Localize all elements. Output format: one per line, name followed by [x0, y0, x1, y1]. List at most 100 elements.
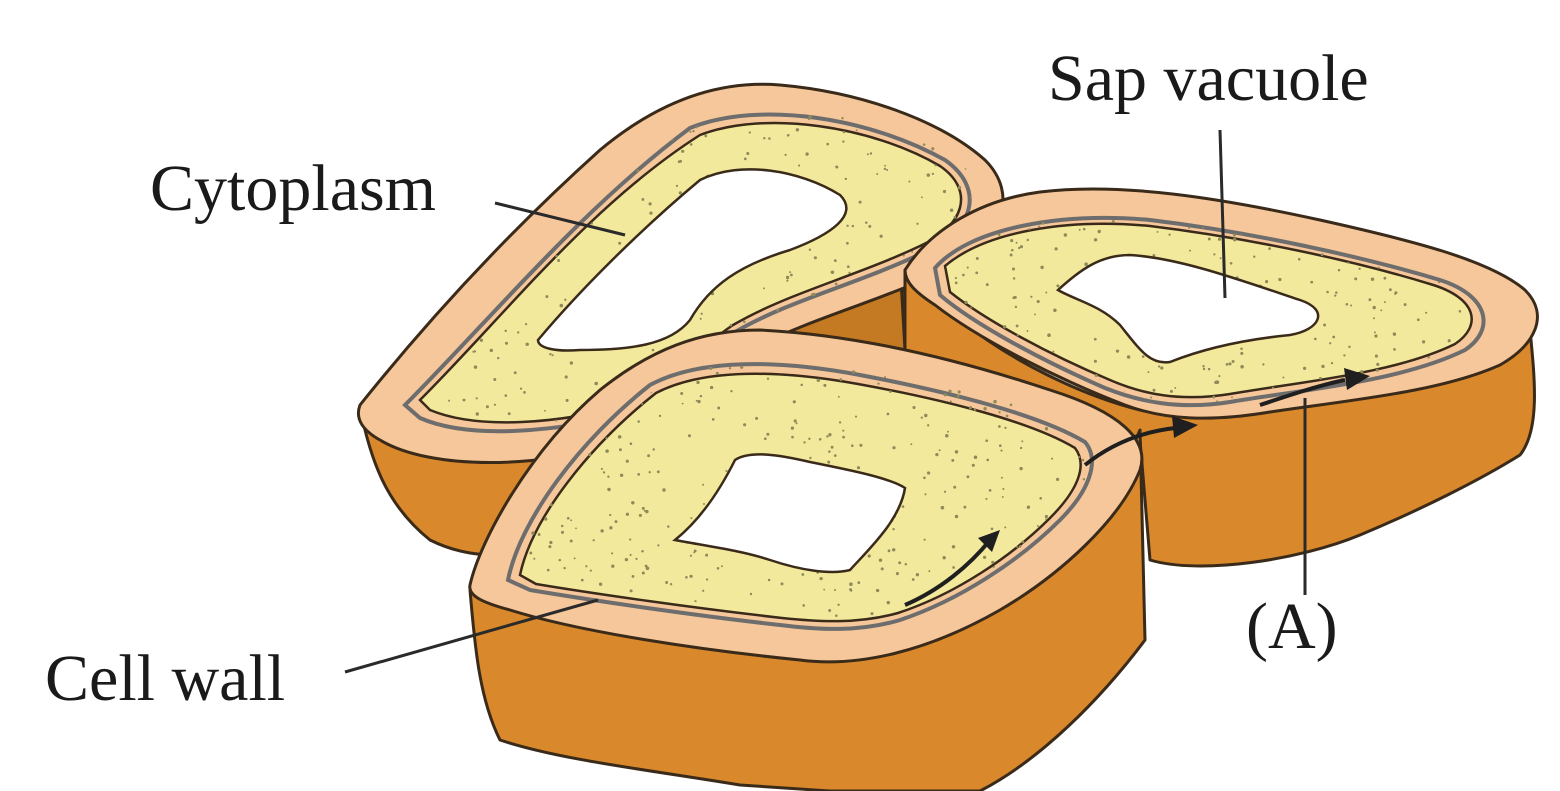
cytoplasm-speck: [763, 287, 765, 289]
cytoplasm-speck: [504, 330, 506, 332]
cytoplasm-speck: [1019, 545, 1022, 548]
cytoplasm-speck: [1485, 214, 1488, 217]
cytoplasm-speck: [585, 565, 587, 567]
cytoplasm-speck: [1321, 365, 1324, 368]
cytoplasm-speck: [1004, 427, 1006, 429]
cytoplasm-speck: [1231, 396, 1233, 398]
cytoplasm-speck: [607, 488, 610, 491]
cytoplasm-speck: [646, 567, 650, 571]
cytoplasm-speck: [555, 126, 557, 128]
cytoplasm-speck: [488, 237, 491, 240]
cytoplasm-speck: [876, 173, 878, 175]
cytoplasm-speck: [1084, 262, 1088, 266]
cytoplasm-speck: [910, 443, 912, 445]
cytoplasm-speck: [809, 248, 811, 250]
cytoplasm-speck: [1021, 440, 1023, 442]
cytoplasm-speck: [1150, 397, 1152, 399]
cytoplasm-speck: [448, 400, 450, 402]
cytoplasm-speck: [828, 609, 831, 612]
cytoplasm-speck: [944, 393, 947, 396]
cytoplasm-speck: [676, 185, 678, 187]
cytoplasm-speck: [1393, 348, 1396, 351]
cytoplasm-speck: [701, 313, 703, 315]
cytoplasm-speck: [523, 128, 525, 130]
cytoplasm-speck: [1010, 254, 1013, 257]
cytoplasm-speck: [1488, 253, 1491, 256]
cytoplasm-speck: [744, 158, 747, 161]
cytoplasm-speck: [998, 425, 1001, 428]
cytoplasm-speck: [457, 247, 459, 249]
cytoplasm-speck: [607, 476, 609, 478]
cytoplasm-speck: [1240, 347, 1243, 350]
cytoplasm-speck: [1358, 268, 1360, 270]
cytoplasm-speck: [1112, 220, 1115, 223]
cytoplasm-speck: [435, 310, 437, 312]
cytoplasm-speck: [482, 217, 484, 219]
cytoplasm-speck: [985, 439, 988, 442]
cytoplasm-speck: [1027, 239, 1029, 241]
cytoplasm-speck: [1378, 267, 1380, 269]
cytoplasm-speck: [1376, 363, 1379, 366]
cytoplasm-speck: [903, 255, 905, 257]
cytoplasm-speck: [479, 176, 482, 179]
cytoplasm-speck: [494, 404, 496, 406]
cytoplasm-speck: [991, 561, 994, 564]
cytoplasm-speck: [1189, 250, 1191, 252]
cytoplasm-speck: [588, 453, 591, 456]
cytoplasm-speck: [1010, 239, 1013, 242]
cytoplasm-speck: [560, 304, 564, 308]
cytoplasm-speck: [819, 438, 822, 441]
cytoplasm-speck: [768, 579, 771, 582]
cytoplasm-speck: [1174, 387, 1176, 389]
cytoplasm-speck: [419, 269, 422, 272]
cytoplasm-speck: [725, 470, 727, 472]
cytoplasm-speck: [1045, 518, 1047, 520]
cytoplasm-speck: [435, 286, 437, 288]
cytoplasm-speck: [896, 572, 899, 575]
cytoplasm-speck: [955, 515, 959, 519]
cytoplasm-speck: [1228, 362, 1231, 365]
cytoplasm-speck: [599, 583, 602, 586]
cytoplasm-speck: [1016, 324, 1019, 327]
cytoplasm-speck: [877, 382, 879, 384]
cytoplasm-speck: [626, 460, 629, 463]
cytoplasm-speck: [1230, 262, 1233, 265]
cytoplasm-speck: [730, 324, 733, 327]
cytoplasm-speck: [1278, 278, 1281, 281]
cytoplasm-speck: [721, 565, 723, 567]
cytoplasm-speck: [1375, 355, 1378, 358]
cytoplasm-speck: [425, 301, 428, 304]
cytoplasm-speck: [525, 213, 527, 215]
cytoplasm-speck: [928, 570, 930, 572]
cytoplasm-speck: [868, 554, 871, 557]
cytoplasm-speck: [927, 173, 930, 176]
cytoplasm-speck: [892, 446, 895, 449]
cytoplasm-speck: [1016, 242, 1018, 244]
cytoplasm-speck: [1098, 230, 1101, 233]
cytoplasm-speck: [1368, 298, 1371, 301]
cytoplasm-speck: [682, 403, 684, 405]
cytoplasm-speck: [578, 109, 581, 112]
cytoplasm-speck: [470, 256, 472, 258]
cytoplasm-speck: [1095, 374, 1098, 377]
cytoplasm-speck: [791, 426, 794, 429]
cytoplasm-speck: [1413, 227, 1415, 229]
cytoplasm-speck: [552, 354, 554, 356]
cytoplasm-speck: [889, 390, 892, 393]
cytoplasm-speck: [641, 550, 644, 553]
cytoplasm-speck: [1038, 226, 1040, 228]
cytoplasm-speck: [1218, 375, 1220, 377]
cytoplasm-speck: [967, 267, 969, 269]
cytoplasm-speck: [808, 117, 811, 120]
cytoplasm-speck: [888, 549, 891, 552]
cytoplasm-speck: [631, 501, 634, 504]
cytoplasm-speck: [485, 192, 488, 195]
cytoplasm-speck: [559, 559, 561, 561]
cytoplasm-speck: [781, 582, 784, 585]
cytoplasm-speck: [823, 384, 826, 387]
cytoplasm-speck: [1303, 367, 1306, 370]
cytoplasm-speck: [1004, 526, 1006, 528]
cytoplasm-speck: [1001, 477, 1003, 479]
cytoplasm-speck: [468, 209, 471, 212]
cytoplasm-speck: [1488, 238, 1491, 241]
